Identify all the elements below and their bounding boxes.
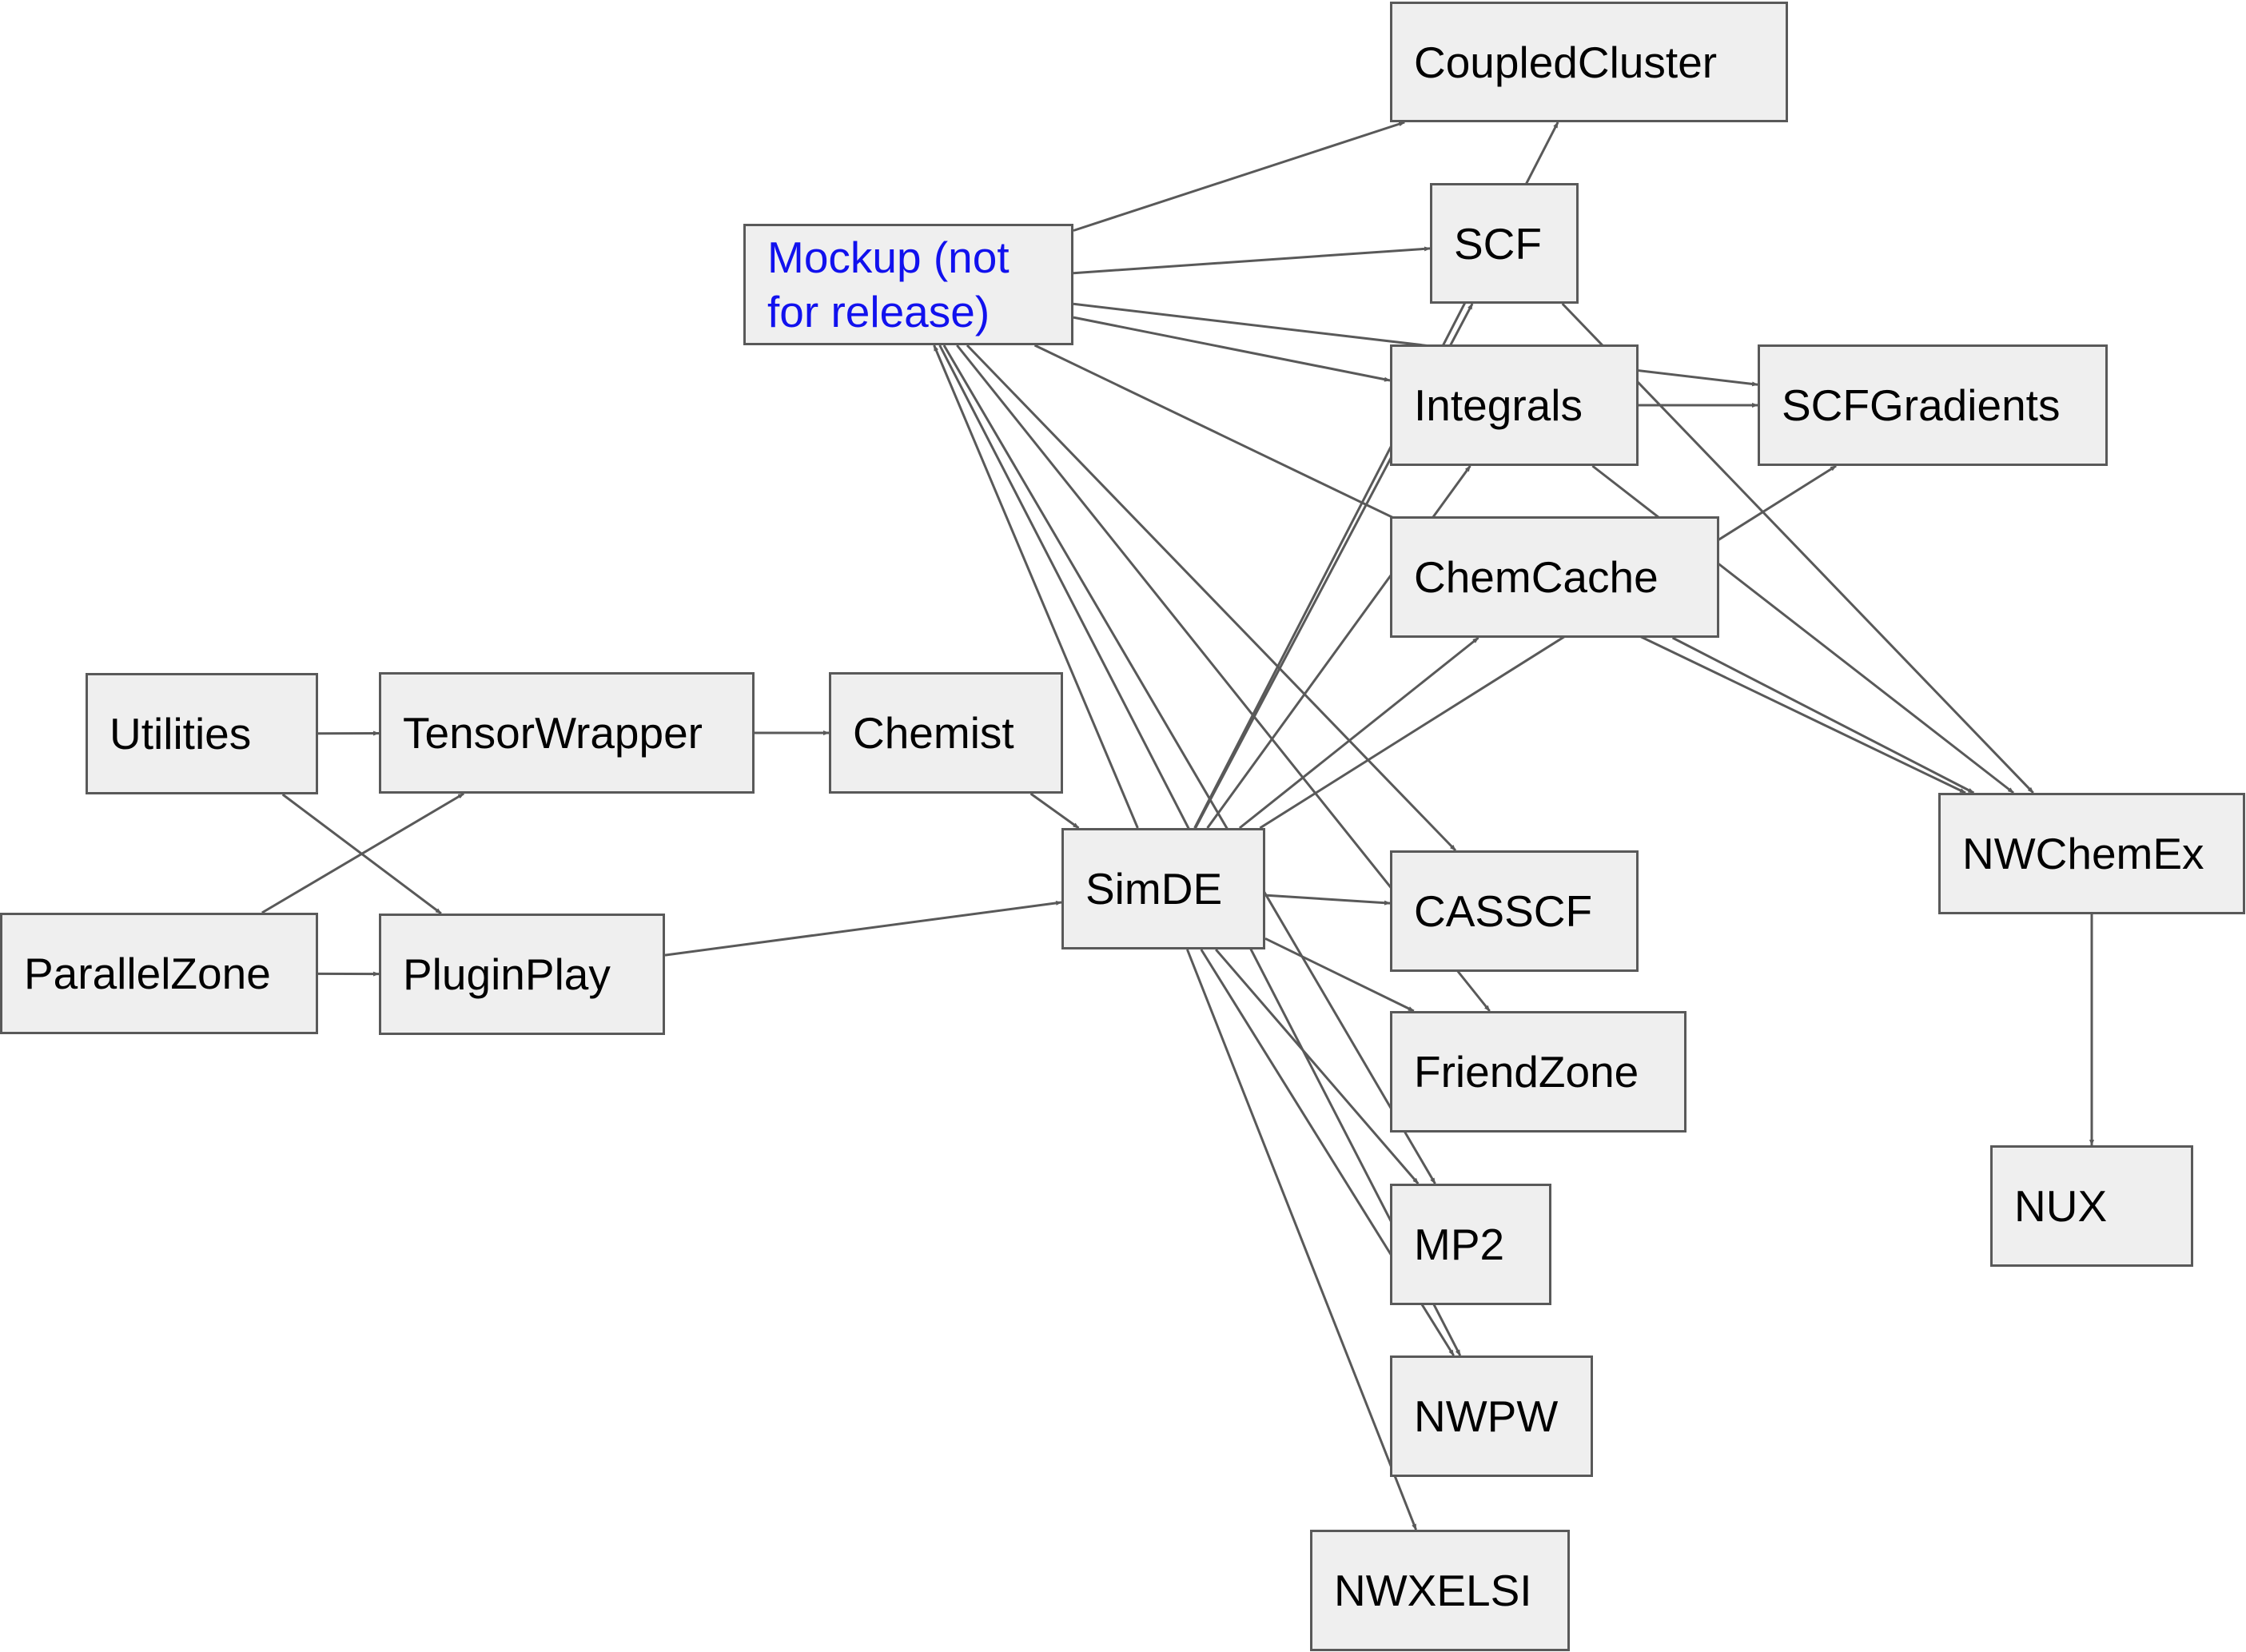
node-integrals-label: Integrals xyxy=(1414,380,1583,430)
node-nwpw: NWPW xyxy=(1390,1355,1593,1477)
edge-plugin-play-to-simde xyxy=(664,900,1062,957)
edge-simde-to-friend-zone xyxy=(1264,937,1415,1013)
node-simde: SimDE xyxy=(1061,828,1265,949)
node-coupled-cluster: CoupledCluster xyxy=(1390,2,1788,122)
node-mp2: MP2 xyxy=(1390,1184,1551,1305)
node-mockup: Mockup (not for release) xyxy=(743,224,1073,345)
edge-chemist-to-simde xyxy=(1029,792,1080,830)
node-chem-cache-label: ChemCache xyxy=(1414,552,1659,602)
edge-simde-to-mp2 xyxy=(1215,949,1420,1184)
node-nwxelsi: NWXELSI xyxy=(1310,1530,1570,1651)
edge-mockup-to-scf xyxy=(1073,246,1431,275)
node-integrals: Integrals xyxy=(1390,344,1639,466)
node-chemist: Chemist xyxy=(829,672,1063,794)
node-friend-zone: FriendZone xyxy=(1390,1011,1686,1133)
node-casscf: CASSCF xyxy=(1390,850,1639,972)
edge-mockup-to-integrals xyxy=(1073,316,1391,382)
node-chemist-label: Chemist xyxy=(853,708,1014,758)
node-scf-gradients: SCFGradients xyxy=(1758,344,2108,466)
node-nwchemex-label: NWChemEx xyxy=(1962,829,2204,878)
node-coupled-cluster-label: CoupledCluster xyxy=(1414,37,1718,87)
node-nux-label: NUX xyxy=(2014,1181,2108,1231)
node-plugin-play: PluginPlay xyxy=(379,914,665,1035)
edge-simde-to-chem-cache xyxy=(1238,636,1479,830)
node-casscf-label: CASSCF xyxy=(1414,886,1593,936)
edge-parallel-zone-to-tensor-wrapper xyxy=(261,792,465,914)
edge-chem-cache-to-nwchemex xyxy=(1671,636,1975,794)
edge-mockup-to-mp2 xyxy=(942,344,1436,1184)
node-simde-label: SimDE xyxy=(1085,864,1223,914)
edge-mockup-to-casscf xyxy=(966,344,1457,852)
node-nwxelsi-label: NWXELSI xyxy=(1334,1566,1532,1615)
edge-simde-to-casscf xyxy=(1264,894,1391,906)
node-mp2-label: MP2 xyxy=(1414,1220,1505,1269)
node-nwchemex: NWChemEx xyxy=(1938,793,2245,914)
node-utilities-label: Utilities xyxy=(110,709,252,758)
node-nux: NUX xyxy=(1990,1145,2193,1267)
edge-mockup-to-scf-gradients xyxy=(1073,302,1758,387)
edge-simde-to-scf-gradients xyxy=(1259,464,1837,830)
node-tensor-wrapper: TensorWrapper xyxy=(379,672,755,794)
edge-mockup-to-coupled-cluster xyxy=(1073,121,1406,232)
node-scf-label: SCF xyxy=(1454,218,1542,269)
edge-scf-to-nwchemex xyxy=(1561,302,2034,794)
node-plugin-play-label: PluginPlay xyxy=(403,949,611,999)
node-parallel-zone-label: ParallelZone xyxy=(24,949,271,998)
node-mockup-label: Mockup (not for release) xyxy=(767,233,1010,336)
node-tensor-wrapper-label: TensorWrapper xyxy=(403,708,703,758)
node-friend-zone-label: FriendZone xyxy=(1414,1047,1639,1097)
node-scf: SCF xyxy=(1430,183,1579,304)
edge-simde-to-nwxelsi xyxy=(1186,949,1417,1531)
node-parallel-zone: ParallelZone xyxy=(0,913,318,1034)
edge-simde-to-mockup xyxy=(933,344,1139,829)
node-scf-gradients-label: SCFGradients xyxy=(1782,380,2061,430)
node-chem-cache: ChemCache xyxy=(1390,516,1719,638)
node-nwpw-label: NWPW xyxy=(1414,1391,1559,1441)
node-utilities: Utilities xyxy=(86,673,318,794)
